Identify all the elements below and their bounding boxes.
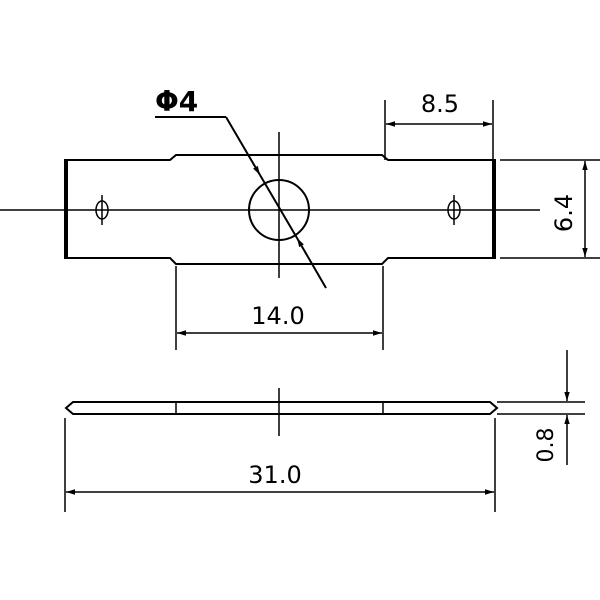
hole-diameter-label: Φ4 — [155, 85, 198, 118]
left-small-hole — [95, 195, 109, 225]
diameter-leader-arrow-upper — [225, 116, 261, 176]
tab-length-label: 8.5 — [421, 90, 459, 118]
diameter-leader-arrow-lower — [296, 237, 327, 289]
thickness-label: 0.8 — [534, 428, 559, 463]
side-view — [64, 388, 499, 436]
diameter-leader-through — [259, 174, 298, 239]
side-view-outline — [64, 401, 499, 415]
right-small-hole — [447, 195, 461, 225]
overall-length-label: 31.0 — [248, 461, 301, 489]
narrow-length-label: 14.0 — [251, 302, 304, 330]
width-label: 6.4 — [550, 194, 578, 232]
